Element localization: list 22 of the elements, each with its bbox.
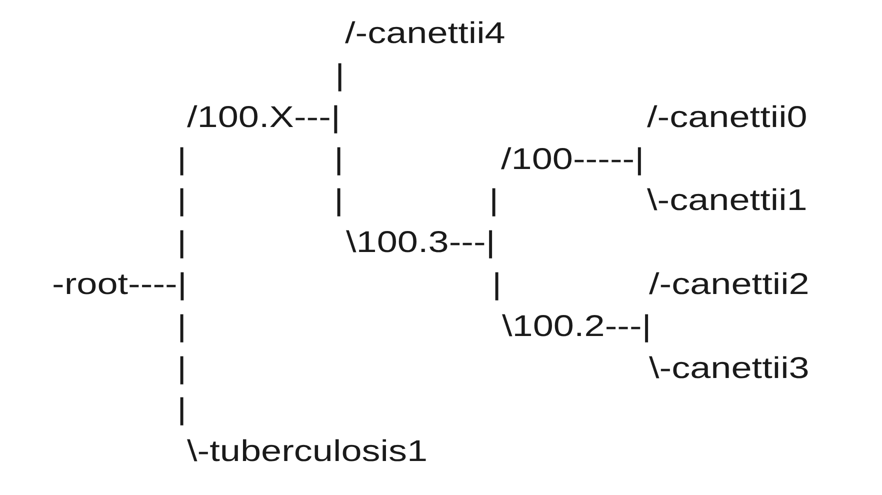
tree-node-label: /-canettii4: [345, 17, 506, 52]
tree-node-label: /100-----|: [501, 142, 644, 177]
tree-node-label: /-canettii2: [649, 268, 810, 302]
tree-node-label: \-canettii1: [647, 184, 808, 219]
ascii-branch-label: |: [177, 142, 187, 177]
ascii-branch-label: |: [177, 393, 187, 428]
ascii-branch-label: |: [177, 226, 187, 261]
tree-node-label: \-canettii3: [649, 352, 810, 386]
ascii-branch-label: |: [177, 184, 187, 219]
ascii-branch-label: |: [335, 58, 345, 94]
ascii-branch-label: |: [177, 310, 187, 344]
tree-node-label: \-tuberculosis1: [187, 435, 428, 470]
tree-node-label: \100.2---|: [502, 310, 652, 344]
tree-node-label: -root----|: [52, 268, 187, 302]
tree-node-label: \100.3---|: [346, 226, 496, 261]
ascii-branch-label: |: [334, 142, 344, 177]
ascii-branch-label: |: [492, 268, 502, 302]
tree-node-label: /-canettii0: [647, 100, 808, 136]
ascii-branch-label: |: [177, 352, 187, 386]
ascii-branch-label: |: [489, 184, 499, 219]
ascii-branch-label: |: [334, 184, 344, 219]
tree-node-label: /100.X---|: [187, 100, 340, 136]
